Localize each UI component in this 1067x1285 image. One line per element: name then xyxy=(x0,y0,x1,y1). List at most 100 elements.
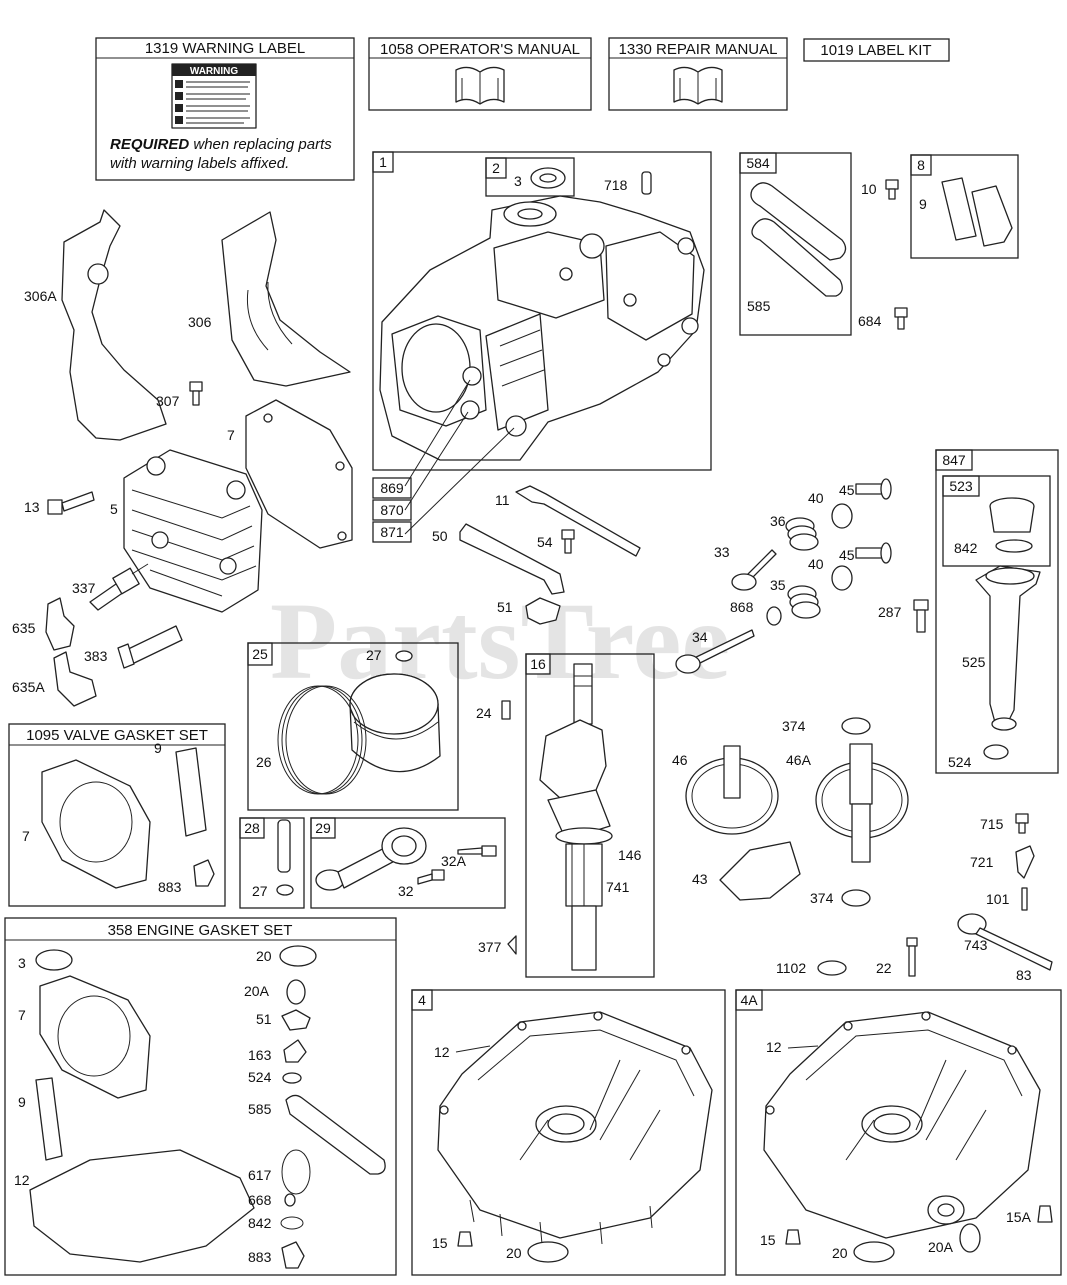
piston-pin-lock-icon xyxy=(395,650,413,662)
warning-decal-title: WARNING xyxy=(190,66,239,77)
label-883: 883 xyxy=(248,1249,272,1265)
plug-icon xyxy=(457,1231,473,1247)
box-584-label: 584 xyxy=(746,155,770,171)
box-1-label: 1 xyxy=(379,154,387,170)
label-721: 721 xyxy=(970,854,994,870)
svg-text:870: 870 xyxy=(380,502,404,518)
label-101: 101 xyxy=(986,891,1010,907)
screw-icon xyxy=(885,179,899,200)
label-40: 40 xyxy=(808,556,824,572)
gasket-icon xyxy=(175,747,207,837)
valve-retainer-icon xyxy=(831,503,853,529)
box-28-piston-pin[interactable]: 28 27 xyxy=(239,817,305,909)
screw-icon xyxy=(417,869,445,885)
label-287: 287 xyxy=(878,604,902,620)
box-847-oil-fill[interactable]: 847 523 842 525 524 xyxy=(935,449,1059,774)
label-15a: 15A xyxy=(1006,1209,1032,1225)
label-34: 34 xyxy=(692,629,708,645)
screw-icon xyxy=(189,381,203,406)
label-3: 3 xyxy=(18,955,26,971)
sump-cover-drawing xyxy=(763,1011,1041,1239)
governor-icon xyxy=(719,841,801,901)
label-7: 7 xyxy=(18,1007,26,1023)
breather-cover-icon xyxy=(971,185,1013,247)
label-842: 842 xyxy=(954,540,978,556)
bolt-icon xyxy=(906,937,918,977)
repair-manual-title: 1330 REPAIR MANUAL xyxy=(619,41,778,58)
label-46: 46 xyxy=(672,752,688,768)
head-bolt-icon xyxy=(47,491,95,515)
label-13: 13 xyxy=(24,499,40,515)
intake-valve-icon xyxy=(731,549,777,591)
operators-manual-title: 1058 OPERATOR'S MANUAL xyxy=(380,41,580,58)
callout-869[interactable]: 869 xyxy=(372,477,412,499)
cylinder-shield-306 xyxy=(221,211,351,387)
box-847-label: 847 xyxy=(942,452,966,468)
box-29-connecting-rod[interactable]: 29 32A 32 xyxy=(310,817,506,909)
elbow-fitting-icon xyxy=(53,651,97,707)
box-25-piston-assembly[interactable]: 25 27 26 xyxy=(247,642,459,811)
label-45: 45 xyxy=(839,547,855,563)
cylinder-shield-306a xyxy=(61,209,167,441)
label-377: 377 xyxy=(478,939,502,955)
valve-retainer-icon xyxy=(831,565,853,591)
label-12: 12 xyxy=(766,1039,782,1055)
oil-seal-icon xyxy=(527,1241,569,1263)
label-10: 10 xyxy=(861,181,877,197)
label-20: 20 xyxy=(506,1245,522,1261)
repair-manual-box[interactable]: 1330 REPAIR MANUAL xyxy=(608,37,788,111)
oil-seal-icon xyxy=(853,1241,895,1263)
o-ring-icon xyxy=(281,1149,311,1195)
key-icon xyxy=(501,700,511,720)
label-32: 32 xyxy=(398,883,414,899)
box-4-sump[interactable]: 4 12 15 20 xyxy=(411,989,726,1276)
valve-gasket-set-box[interactable]: 1095 VALVE GASKET SET 7 9 883 xyxy=(8,723,226,907)
breather-gasket-icon xyxy=(285,1094,386,1175)
engine-gasket-set-box[interactable]: 358 ENGINE GASKET SET 3 7 9 12 20 20A 51… xyxy=(4,917,397,1276)
warning-label-title: 1319 WARNING LABEL xyxy=(145,40,305,57)
washer-icon xyxy=(284,1193,296,1207)
valve-seal-icon xyxy=(766,606,782,626)
label-868: 868 xyxy=(730,599,754,615)
label-306: 306 xyxy=(188,314,212,330)
oil-seal-icon xyxy=(530,167,566,189)
box-1-cylinder-block[interactable]: 1 2 3 718 xyxy=(372,151,712,535)
box-584-gasket-kit[interactable]: 584 585 xyxy=(739,152,852,336)
label-46a: 46A xyxy=(786,752,812,768)
warning-label-box[interactable]: 1319 WARNING LABEL WARNING REQUIRED when… xyxy=(95,37,355,181)
callout-870[interactable]: 870 xyxy=(372,499,412,521)
label-11: 11 xyxy=(495,492,510,508)
label-12: 12 xyxy=(14,1172,30,1188)
exhaust-valve-icon xyxy=(675,629,755,674)
label-26: 26 xyxy=(256,754,272,770)
box-4a-sump[interactable]: 4A 12 15 20 20A 15A xyxy=(735,989,1062,1276)
box-4-label: 4 xyxy=(418,992,426,1008)
label-36: 36 xyxy=(770,513,786,529)
dipstick-cap-icon xyxy=(989,497,1035,533)
box-8-breather[interactable]: 8 9 xyxy=(910,154,1019,259)
label-43: 43 xyxy=(692,871,708,887)
cylinder-block-drawing xyxy=(379,195,705,461)
sump-gasket-icon xyxy=(29,1149,255,1263)
label-524: 524 xyxy=(948,754,972,770)
valve-spring-icon xyxy=(785,517,819,551)
operators-manual-box[interactable]: 1058 OPERATOR'S MANUAL xyxy=(368,37,592,111)
book-icon xyxy=(673,66,723,105)
label-842: 842 xyxy=(248,1215,272,1231)
label-635a: 635A xyxy=(12,679,45,695)
label-7: 7 xyxy=(227,427,235,443)
box-16-crankshaft[interactable]: 16 146 741 xyxy=(525,653,655,978)
box-28-label: 28 xyxy=(244,820,260,836)
callout-871[interactable]: 871 xyxy=(372,521,412,543)
head-gasket-icon xyxy=(39,975,151,1099)
label-kit-box[interactable]: 1019 LABEL KIT xyxy=(803,38,950,62)
label-32a: 32A xyxy=(441,853,467,869)
label-306a: 306A xyxy=(24,288,57,304)
label-525: 525 xyxy=(962,654,986,670)
connecting-rod-icon xyxy=(315,827,427,891)
warning-note-line1: REQUIRED when replacing parts xyxy=(110,136,332,153)
box-523-label: 523 xyxy=(949,478,973,494)
label-307: 307 xyxy=(156,393,180,409)
label-524: 524 xyxy=(248,1069,272,1085)
label-684: 684 xyxy=(858,313,882,329)
